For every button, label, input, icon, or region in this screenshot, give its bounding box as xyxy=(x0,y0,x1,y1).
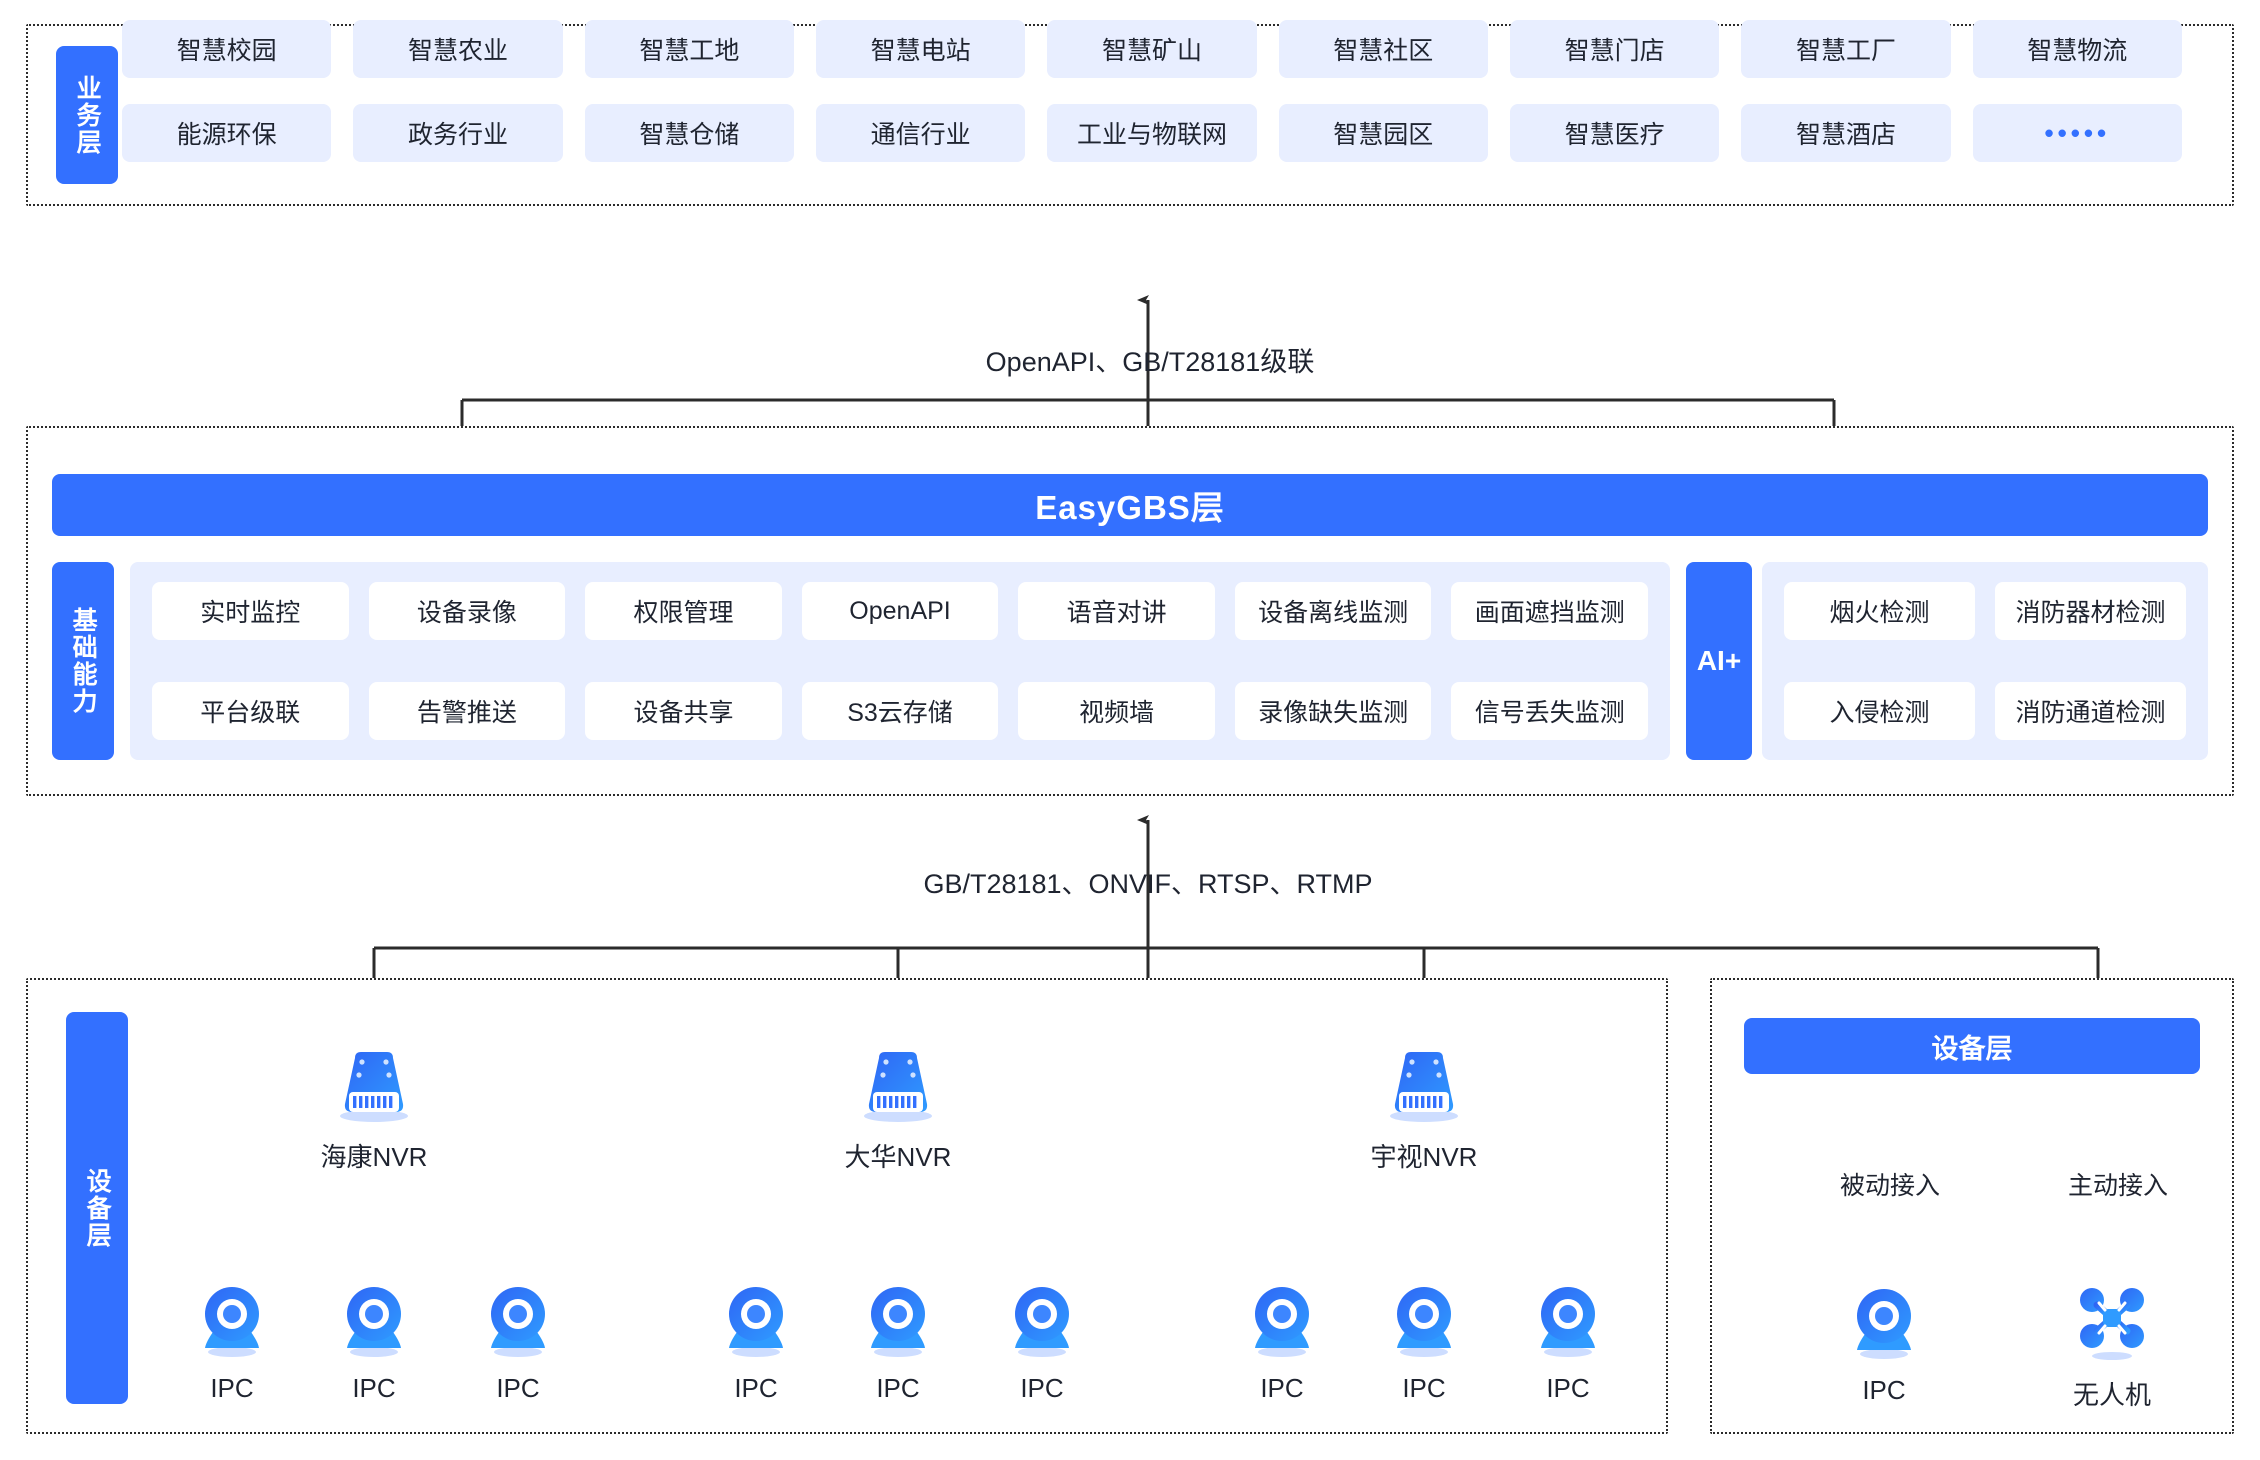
capability-chip[interactable]: 视频墙 xyxy=(1018,682,1215,740)
business-chip[interactable]: 智慧物流 xyxy=(1972,20,2182,78)
business-row-2: 能源环保 政务行业 智慧仓储 通信行业 工业与物联网 智慧园区 智慧医疗 智慧酒… xyxy=(122,104,2182,162)
nvr-icon xyxy=(1383,1048,1465,1129)
camera-label: IPC xyxy=(1020,1373,1064,1403)
camera-node[interactable]: IPC xyxy=(186,1282,278,1404)
ai-chip[interactable]: 消防通道检测 xyxy=(1995,682,2186,740)
camera-node[interactable]: IPC xyxy=(1378,1282,1470,1404)
camera-node[interactable]: IPC xyxy=(472,1282,564,1404)
camera-icon xyxy=(1245,1282,1319,1365)
ai-chip[interactable]: 消防器材检测 xyxy=(1995,582,2186,640)
camera-node[interactable]: IPC xyxy=(996,1282,1088,1404)
camera-label: IPC xyxy=(1546,1373,1590,1403)
capability-chip[interactable]: 告警推送 xyxy=(368,682,566,740)
camera-icon xyxy=(337,1282,411,1365)
camera-icon xyxy=(861,1282,935,1365)
camera-label: IPC xyxy=(734,1373,778,1403)
capability-chip[interactable]: 录像缺失监测 xyxy=(1234,682,1432,740)
nvr-label: 大华NVR xyxy=(844,1142,952,1172)
camera-node[interactable]: IPC xyxy=(852,1282,944,1404)
business-chip[interactable]: 智慧门店 xyxy=(1509,20,1720,78)
business-chip[interactable]: 智慧医疗 xyxy=(1509,104,1720,162)
camera-label: IPC xyxy=(1260,1373,1304,1403)
business-chip[interactable]: 工业与物联网 xyxy=(1047,104,1257,162)
connector-label-openapi: OpenAPI、GB/T28181级联 xyxy=(985,347,1315,377)
business-chip[interactable]: 智慧园区 xyxy=(1278,104,1488,162)
ai-capability-box: 烟火检测 消防器材检测 入侵检测 消防通道检测 xyxy=(1762,562,2208,760)
nvr-label: 海康NVR xyxy=(320,1142,428,1172)
device-layer-tab: 设备层 xyxy=(66,1012,128,1404)
business-chip[interactable]: 智慧农业 xyxy=(353,20,563,78)
camera-icon xyxy=(1847,1284,1921,1367)
ai-plus-tab: AI+ xyxy=(1686,562,1752,760)
capability-chip[interactable]: 权限管理 xyxy=(585,582,782,640)
business-chip[interactable]: 智慧工厂 xyxy=(1741,20,1951,78)
business-row-1: 智慧校园 智慧农业 智慧工地 智慧电站 智慧矿山 智慧社区 智慧门店 智慧工厂 … xyxy=(122,20,2182,78)
camera-icon xyxy=(1531,1282,1605,1365)
business-layer-items: 智慧校园 智慧农业 智慧工地 智慧电站 智慧矿山 智慧社区 智慧门店 智慧工厂 … xyxy=(122,20,2182,162)
ai-row-1: 烟火检测 消防器材检测 xyxy=(1784,582,2186,640)
business-chip-more[interactable]: ••••• xyxy=(1972,104,2182,162)
business-chip[interactable]: 智慧工地 xyxy=(584,20,794,78)
drone-icon xyxy=(2075,1284,2149,1367)
ai-chip[interactable]: 入侵检测 xyxy=(1784,682,1975,740)
device-layer-left-panel xyxy=(26,978,1668,1434)
business-chip[interactable]: 智慧矿山 xyxy=(1047,20,1257,78)
drone-label: 无人机 xyxy=(2072,1380,2151,1410)
business-chip[interactable]: 智慧社区 xyxy=(1278,20,1488,78)
camera-node[interactable]: IPC xyxy=(328,1282,420,1404)
camera-label: IPC xyxy=(1862,1375,1906,1405)
capability-chip[interactable]: 设备录像 xyxy=(368,582,566,640)
business-chip[interactable]: 通信行业 xyxy=(815,104,1026,162)
camera-icon xyxy=(481,1282,555,1365)
capability-row-1: 实时监控 设备录像 权限管理 OpenAPI 语音对讲 设备离线监测 画面遮挡监… xyxy=(152,582,1649,640)
capability-chip[interactable]: 实时监控 xyxy=(152,582,349,640)
base-capability-tab: 基础能力 xyxy=(52,562,114,760)
nvr-node-uniview[interactable]: 宇视NVR xyxy=(1364,1048,1484,1174)
nvr-label: 宇视NVR xyxy=(1370,1142,1478,1172)
camera-node[interactable]: IPC xyxy=(1236,1282,1328,1404)
camera-label: IPC xyxy=(876,1373,920,1403)
capability-chip[interactable]: S3云存储 xyxy=(801,682,999,740)
ai-chip[interactable]: 烟火检测 xyxy=(1784,582,1975,640)
connector-label-protocols: GB/T28181、ONVIF、RTSP、RTMP xyxy=(923,869,1373,899)
business-chip[interactable]: 智慧酒店 xyxy=(1741,104,1951,162)
business-chip[interactable]: 智慧校园 xyxy=(122,20,332,78)
business-chip[interactable]: 能源环保 xyxy=(122,104,332,162)
camera-label: IPC xyxy=(1402,1373,1446,1403)
ai-row-2: 入侵检测 消防通道检测 xyxy=(1784,682,2186,740)
nvr-icon xyxy=(333,1048,415,1129)
capability-chip[interactable]: 信号丢失监测 xyxy=(1451,682,1649,740)
capability-chip[interactable]: 语音对讲 xyxy=(1018,582,1215,640)
camera-node[interactable]: IPC xyxy=(1522,1282,1614,1404)
camera-label: IPC xyxy=(352,1373,396,1403)
drone-node-active[interactable]: 无人机 xyxy=(2066,1284,2158,1412)
camera-node[interactable]: IPC xyxy=(710,1282,802,1404)
device-layer-right-title: 设备层 xyxy=(1744,1018,2200,1074)
camera-node-passive[interactable]: IPC xyxy=(1838,1284,1930,1406)
nvr-node-dahua[interactable]: 大华NVR xyxy=(838,1048,958,1174)
business-layer-tab: 业务层 xyxy=(56,46,118,184)
nvr-icon xyxy=(857,1048,939,1129)
camera-icon xyxy=(1387,1282,1461,1365)
business-chip[interactable]: 政务行业 xyxy=(353,104,563,162)
business-chip[interactable]: 智慧电站 xyxy=(815,20,1026,78)
nvr-node-hikvision[interactable]: 海康NVR xyxy=(314,1048,434,1174)
capability-row-2: 平台级联 告警推送 设备共享 S3云存储 视频墙 录像缺失监测 信号丢失监测 xyxy=(152,682,1649,740)
edge-label-active: 主动接入 xyxy=(2034,1166,2202,1202)
base-capability-box: 实时监控 设备录像 权限管理 OpenAPI 语音对讲 设备离线监测 画面遮挡监… xyxy=(130,562,1670,760)
camera-icon xyxy=(195,1282,269,1365)
camera-label: IPC xyxy=(210,1373,254,1403)
capability-chip[interactable]: 画面遮挡监测 xyxy=(1451,582,1649,640)
capability-chip[interactable]: OpenAPI xyxy=(801,582,999,640)
capability-chip[interactable]: 平台级联 xyxy=(152,682,349,740)
camera-label: IPC xyxy=(496,1373,540,1403)
camera-icon xyxy=(719,1282,793,1365)
capability-chip[interactable]: 设备离线监测 xyxy=(1234,582,1432,640)
edge-label-passive: 被动接入 xyxy=(1806,1166,1974,1202)
capability-chip[interactable]: 设备共享 xyxy=(585,682,782,740)
camera-icon xyxy=(1005,1282,1079,1365)
business-chip[interactable]: 智慧仓储 xyxy=(584,104,794,162)
easygbs-title-bar: EasyGBS层 xyxy=(52,474,2208,536)
